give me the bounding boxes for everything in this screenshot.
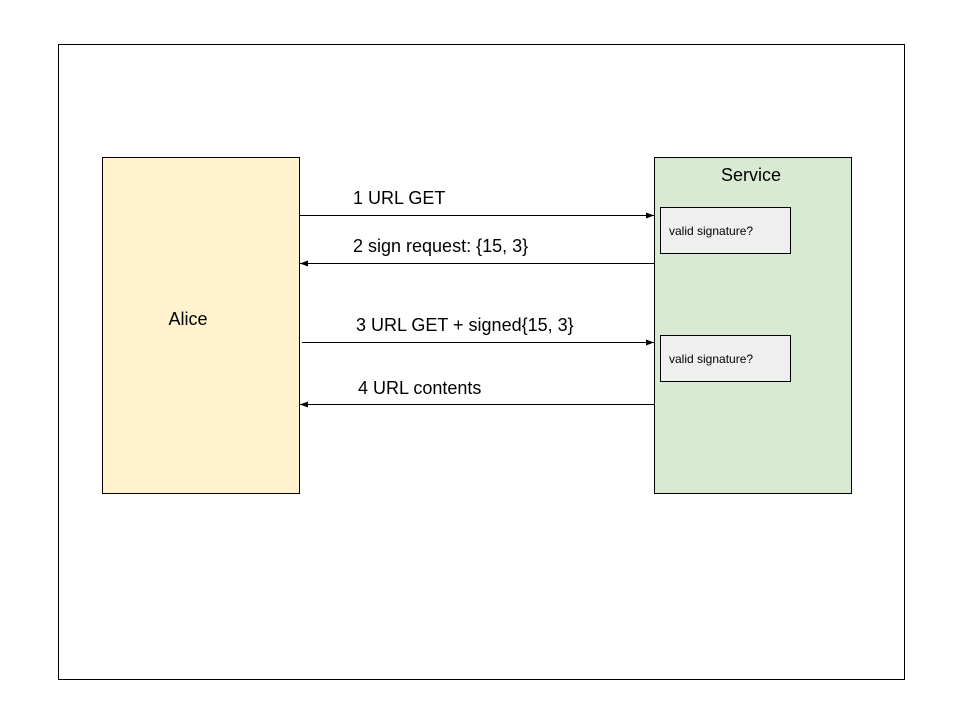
message-label: 3 URL GET + signed{15, 3}: [356, 315, 574, 335]
diagram-frame: [58, 44, 905, 680]
message-label: 2 sign request: {15, 3}: [353, 236, 528, 256]
note-box: [660, 207, 791, 254]
message-4: 4 URL contents: [300, 378, 654, 408]
alice-box: [102, 157, 300, 494]
message-label: 4 URL contents: [358, 378, 481, 398]
note-label: valid signature?: [669, 352, 753, 366]
message-3: 3 URL GET + signed{15, 3}: [302, 315, 654, 346]
message-1: 1 URL GET: [300, 188, 654, 219]
service-label: Service: [721, 165, 781, 185]
message-2: 2 sign request: {15, 3}: [300, 236, 654, 267]
message-label: 1 URL GET: [353, 188, 445, 208]
note-box: [660, 335, 791, 382]
service-actor: Service valid signature? valid signature…: [654, 157, 852, 494]
alice-label: Alice: [168, 309, 207, 329]
alice-actor: Alice: [102, 157, 300, 494]
note-label: valid signature?: [669, 224, 753, 238]
